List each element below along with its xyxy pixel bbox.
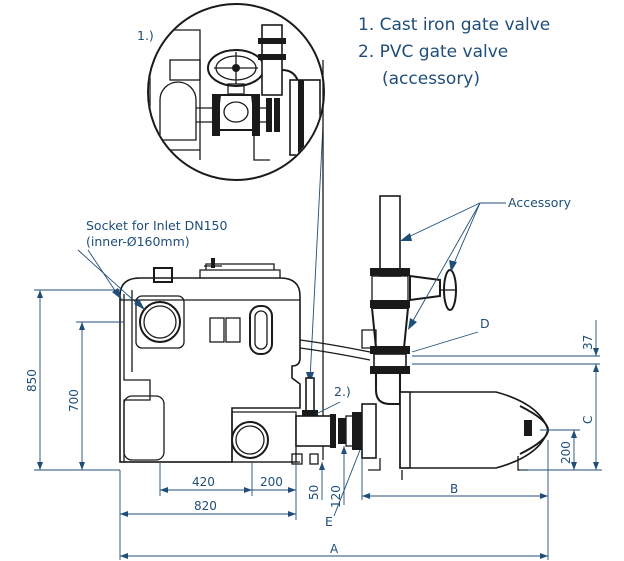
legend-item-1: 1. Cast iron gate valve [358,15,550,35]
label-e: E [325,514,333,529]
detail-contents [149,20,321,161]
dim-700: 700 [67,389,81,412]
legend-item-2: 2. PVC gate valve [358,42,508,62]
detail-1-label: 1.) [137,28,154,43]
inlet-socket [139,301,181,343]
dim-820: 820 [194,499,217,513]
dimensions: 850 700 420 200 820 50 120 [25,289,602,560]
dim-c: C [581,416,595,424]
dim-200-vertical: 200 [559,441,573,464]
detail-view-1: 1.) [137,3,325,181]
lifting-station-tank [119,258,371,465]
dim-50: 50 [307,485,321,500]
detail-leader-line [309,124,324,381]
dim-b: B [450,482,458,496]
label-d: D [480,316,490,331]
dim-850: 850 [25,369,39,392]
socket-label-line2: (inner-Ø160mm) [86,234,190,249]
callouts: Accessory Socket for Inlet DN150 (inner-… [77,195,572,529]
dim-37: 37 [581,335,595,350]
outlet-pipe [295,415,333,447]
dim-a: A [330,542,339,556]
accessory-label: Accessory [508,195,572,210]
vent-hose [299,339,371,353]
vertical-riser [379,195,401,277]
detail-2-label: 2.) [334,384,351,399]
legend: 1. Cast iron gate valve 2. PVC gate valv… [358,15,550,89]
socket-label-line1: Socket for Inlet DN150 [86,218,228,233]
dim-200-horizontal: 200 [260,475,283,489]
dim-420: 420 [192,475,215,489]
outlet-assembly [295,195,550,480]
legend-item-2-note: (accessory) [382,69,480,89]
detail-circle [147,3,325,181]
dim-120: 120 [329,485,343,508]
tank-lid [199,269,281,278]
